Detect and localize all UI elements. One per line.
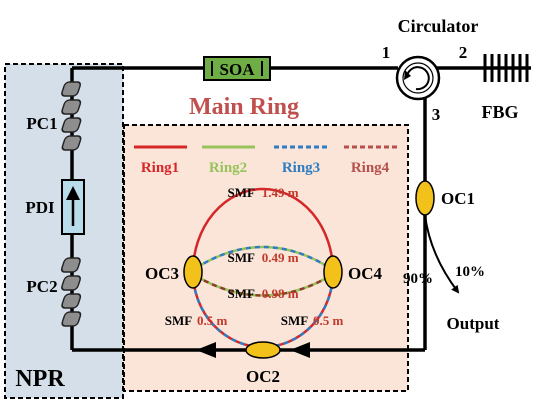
main-ring-label: Main Ring <box>189 94 299 120</box>
oc2-coupler <box>245 341 281 359</box>
ring1-top-arc <box>191 187 335 273</box>
smf-mid1-prefix: SMF <box>227 250 255 265</box>
oc2-label: OC2 <box>246 367 280 386</box>
smf-right-label: SMF 0.5 m <box>281 313 344 328</box>
oc1-label: OC1 <box>441 189 475 208</box>
smf-mid2-length: 0.98 m <box>262 286 299 301</box>
smf-left-prefix: SMF <box>165 313 193 328</box>
oc4-coupler <box>323 255 343 289</box>
smf-mid1-label: SMF 0.49 m <box>227 250 298 265</box>
pdi <box>61 179 85 235</box>
smf-left-length: 0.5 m <box>197 313 228 328</box>
smf-labels: SMF 1.49 m SMF 0.49 m SMF 0.98 m SMF 0.5… <box>165 185 344 328</box>
pdi-label: PDI <box>25 198 55 217</box>
circulator-label: Circulator <box>398 16 479 36</box>
oc1-coupler <box>415 180 435 216</box>
smf-left-label: SMF 0.5 m <box>165 313 228 328</box>
legend-label-ring4: Ring4 <box>351 160 390 176</box>
port-3-label: 3 <box>432 105 441 124</box>
ring2-lower-arc <box>195 274 331 297</box>
pct-10-label: 10% <box>455 264 485 280</box>
pct-90-label: 90% <box>403 271 433 287</box>
output-arrow <box>424 214 460 294</box>
smf-right-length: 0.5 m <box>313 313 344 328</box>
ring-legend: Ring1 Ring2 Ring3 Ring4 <box>134 145 397 176</box>
left-direction-arrow <box>196 342 216 358</box>
fbg-label: FBG <box>481 102 518 122</box>
npr-label: NPR <box>15 366 65 392</box>
legend-label-ring2: Ring2 <box>209 160 247 176</box>
soa: SOA <box>203 56 271 81</box>
oc3-label: OC3 <box>145 264 179 283</box>
smf-top-prefix: SMF <box>227 185 255 200</box>
smf-right-prefix: SMF <box>281 313 309 328</box>
ring2-upper-arc <box>195 245 331 270</box>
output-label: Output <box>447 314 500 333</box>
smf-top-label: SMF 1.49 m <box>227 185 298 200</box>
pc1 <box>61 81 82 151</box>
pc1-label: PC1 <box>26 114 57 133</box>
smf-top-length: 1.49 m <box>262 185 299 200</box>
smf-mid2-prefix: SMF <box>227 286 255 301</box>
right-direction-arrow <box>290 342 310 358</box>
port-2-label: 2 <box>459 43 468 62</box>
oc4-label: OC4 <box>348 264 383 283</box>
ring-bottom-arc-blue <box>191 271 335 349</box>
pc2-label: PC2 <box>26 277 57 296</box>
port-1-label: 1 <box>382 43 391 62</box>
oc3-coupler <box>183 255 203 289</box>
smf-mid1-length: 0.49 m <box>262 250 299 265</box>
fbg <box>480 54 531 82</box>
legend-label-ring3: Ring3 <box>282 160 320 176</box>
soa-label: SOA <box>220 60 256 79</box>
pc2 <box>60 257 82 327</box>
circulator <box>395 55 441 101</box>
legend-label-ring1: Ring1 <box>141 160 179 176</box>
smf-mid2-label: SMF 0.98 m <box>227 286 298 301</box>
